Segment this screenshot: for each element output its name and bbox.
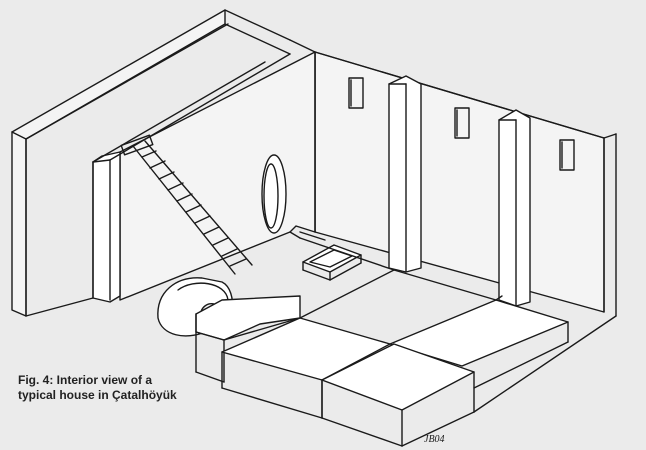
side-wall xyxy=(119,51,316,301)
base-wall xyxy=(473,315,617,413)
ladder xyxy=(120,134,253,275)
pillar-2 xyxy=(498,109,531,307)
artist-signature: JB04 xyxy=(424,434,445,445)
pillar-1 xyxy=(388,75,422,273)
floor-hearth-box xyxy=(302,244,362,281)
front-platform-block xyxy=(321,343,475,447)
figure-caption: Fig. 4: Interior view of a typical house… xyxy=(18,373,238,403)
oval-window xyxy=(261,154,287,234)
oval-window-inner xyxy=(263,163,279,229)
front-partition-wall xyxy=(92,53,291,303)
caption-line-2: typical house in Çatalhöyük xyxy=(18,388,177,402)
small-window-3 xyxy=(559,139,575,171)
caption-line-1: Fig. 4: Interior view of a xyxy=(18,373,153,387)
floor xyxy=(25,231,395,317)
left-outer-wall xyxy=(11,9,291,317)
oven-kerb xyxy=(195,295,301,383)
small-window-1 xyxy=(348,77,364,109)
back-wall xyxy=(289,39,617,317)
small-window-2 xyxy=(454,107,470,139)
